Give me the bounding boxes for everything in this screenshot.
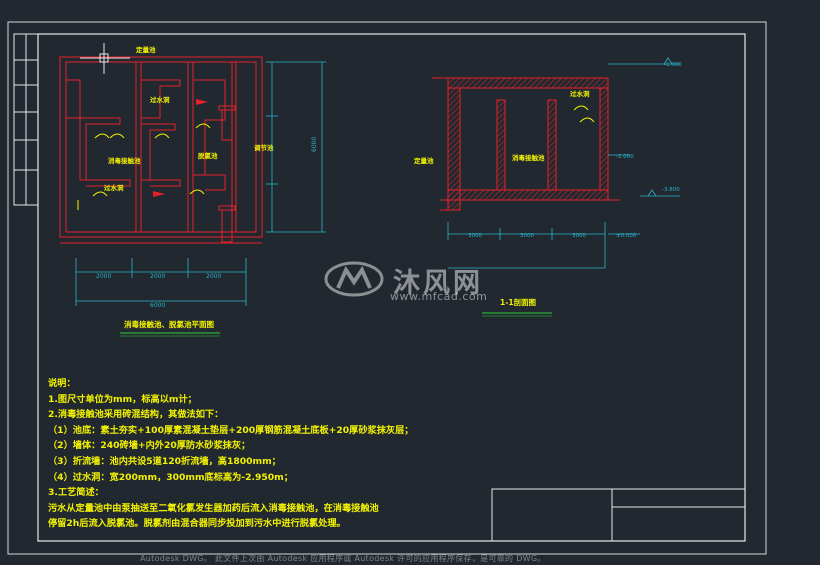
plan-label-adjust-pool: 调节池 [254,143,274,152]
elev-4: ±0.000 [616,233,637,239]
inner-frame [37,33,746,542]
status-bar: Autodesk DWG。 此文件上次由 Autodesk 应用程序或 Auto… [140,554,546,563]
plan-label-weir-bottom: 过水洞 [104,183,124,192]
plan-dim-1: 2000 [96,273,111,280]
notes-title: 说明： [48,378,76,389]
notes-line: 污水从定量池中由泵抽送至二氧化氯发生器加药后流入消毒接触池，在消毒接触池 [48,502,379,514]
notes-line: （2）墙体：240砖墙+内外20厚防水砂浆抹灰； [48,440,251,452]
notes-line: 停留2h后流入脱氯池。脱氯剂由混合器同步投加到污水中进行脱氯处理。 [48,518,346,530]
notes-line: （4）过水洞：宽200mm，300mm底标高为-2.950m； [48,471,293,483]
watermark-logo [322,258,386,304]
elev-2: -2.000 [616,154,634,160]
plan-dim-2: 2000 [150,273,165,280]
plan-dim-vertical: 6000 [311,137,318,152]
section-label-left-pool: 定量池 [413,156,434,165]
plan-dim-3: 2000 [206,273,221,280]
notes-line: （1）池底：素土夯实+100厚素混凝土垫层+200厚钢筋混凝土底板+20厚砂浆抹… [48,424,414,436]
notes-line: 3.工艺简述： [48,487,104,499]
watermark-logo-icon [324,261,384,297]
watermark-url: www.mfcad.com [390,290,488,303]
section-dim-3: 3000 [572,233,586,239]
notes-line: 1.图尺寸单位为mm，标高以m计； [48,393,197,405]
section-label-weir: 过水洞 [570,89,590,98]
section-view[interactable]: -1.000 -2.000 -3.800 ±0.000 3000 3000 30… [413,57,682,317]
elev-1: -1.000 [664,62,682,68]
notes-line: 2.消毒接触池采用砖混结构，其做法如下： [48,409,224,421]
plan-view[interactable]: 定量池 过水洞 消毒接触池 脱氯池 调节池 过水洞 6000 2000 [59,43,326,337]
watermark-text: 沐风网 [393,268,483,299]
notes-block: 说明： 1.图尺寸单位为mm，标高以m计； 2.消毒接触池采用砖混结构，其做法如… [48,376,413,532]
section-title: 1-1剖面图 [500,297,537,307]
plan-label-contact-pool: 消毒接触池 [108,156,141,165]
section-dim-2: 3000 [520,233,534,239]
title-block [491,488,746,542]
section-label-contact-pool: 消毒接触池 [512,153,545,162]
notes-line: （3）折流墙：池内共设5道120折流墙，高1800mm； [48,455,281,467]
plan-dim-total: 6000 [150,302,165,309]
outer-border [7,21,767,555]
plan-label-dechlor-pool: 脱氯池 [198,151,218,160]
section-dim-1: 3000 [468,233,482,239]
plan-label-top-pool: 定量池 [135,45,156,54]
plan-title: 消毒接触池、脱氯池平面图 [124,319,214,329]
elev-3: -3.800 [662,187,680,193]
plan-label-weir-top: 过水洞 [150,95,170,104]
